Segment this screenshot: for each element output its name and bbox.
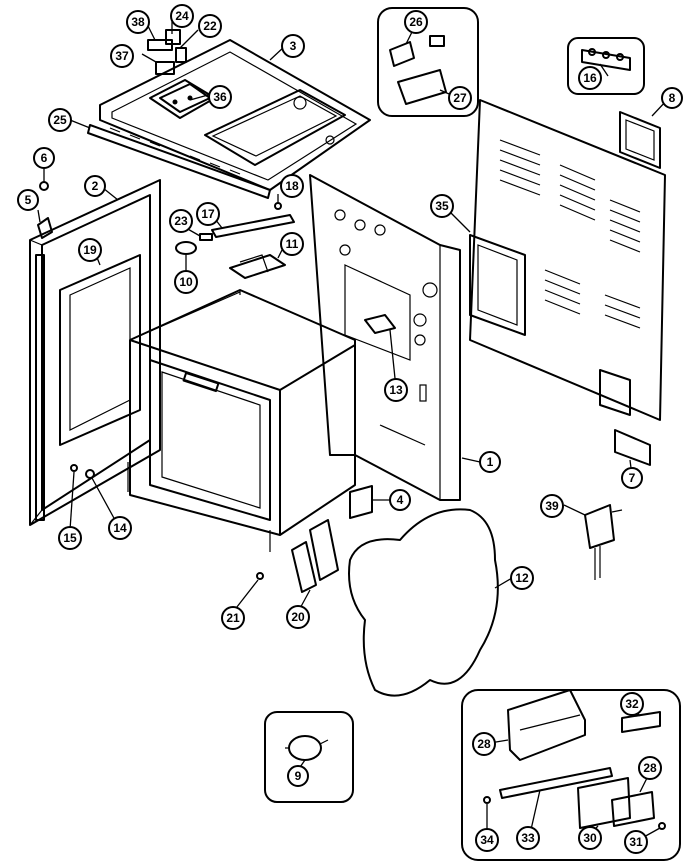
callout-31: 31 — [624, 830, 648, 854]
svg-text:21: 21 — [226, 611, 240, 625]
callout-11: 11 — [280, 232, 304, 256]
callout-32: 32 — [620, 692, 644, 716]
hinge-parts-drawing — [70, 464, 339, 593]
callout-30: 30 — [578, 826, 602, 850]
callout-28-bracket: 28 — [472, 732, 496, 756]
callout-14: 14 — [108, 516, 132, 540]
svg-text:1: 1 — [487, 455, 494, 469]
callout-20: 20 — [286, 605, 310, 629]
svg-text:28: 28 — [477, 737, 491, 751]
oven-cavity-drawing — [127, 289, 356, 552]
back-panel-drawing — [469, 99, 666, 466]
svg-text:11: 11 — [286, 237, 299, 251]
svg-text:38: 38 — [131, 15, 145, 29]
svg-text:4: 4 — [397, 493, 404, 507]
inset-9 — [264, 711, 354, 803]
svg-text:35: 35 — [435, 199, 449, 213]
svg-text:12: 12 — [515, 571, 529, 585]
callout-19: 19 — [78, 238, 102, 262]
top-small-parts — [147, 29, 187, 75]
top-panel-drawing — [99, 39, 371, 191]
insulation-drawing — [348, 508, 499, 697]
svg-text:5: 5 — [25, 193, 32, 207]
svg-text:7: 7 — [629, 471, 636, 485]
callout-39: 39 — [540, 494, 564, 518]
front-frame-drawing — [29, 179, 161, 526]
callout-28-switch: 28 — [638, 756, 662, 780]
svg-text:34: 34 — [480, 833, 494, 847]
callout-16: 16 — [578, 66, 602, 90]
callout-21: 21 — [221, 606, 245, 630]
callout-10: 10 — [174, 270, 198, 294]
callout-15: 15 — [58, 526, 82, 550]
svg-text:26: 26 — [409, 15, 423, 29]
svg-text:13: 13 — [389, 383, 403, 397]
callout-1: 1 — [479, 451, 501, 473]
bracket-parts-drawing — [175, 202, 295, 279]
callout-7: 7 — [621, 467, 643, 489]
callout-37: 37 — [110, 44, 134, 68]
svg-text:36: 36 — [213, 90, 227, 104]
inset-16 — [567, 37, 645, 95]
svg-text:33: 33 — [521, 831, 535, 845]
callout-24: 24 — [170, 4, 194, 28]
svg-text:9: 9 — [295, 769, 302, 783]
side-panel-drawing — [309, 174, 461, 501]
svg-text:18: 18 — [285, 179, 299, 193]
svg-text:28: 28 — [643, 761, 657, 775]
item-4-drawing — [349, 485, 373, 519]
leader-lines — [37, 19, 668, 839]
callout-3: 3 — [281, 34, 305, 58]
item-39-drawing — [584, 504, 623, 580]
svg-text:31: 31 — [629, 835, 643, 849]
svg-text:15: 15 — [63, 531, 77, 545]
svg-text:14: 14 — [113, 521, 127, 535]
callout-18: 18 — [280, 174, 304, 198]
svg-text:37: 37 — [115, 49, 129, 63]
callout-2: 2 — [84, 175, 106, 197]
front-rail-drawing — [87, 124, 271, 199]
callout-22: 22 — [198, 14, 222, 38]
svg-text:17: 17 — [201, 207, 215, 221]
svg-text:23: 23 — [174, 214, 188, 228]
svg-text:30: 30 — [583, 831, 597, 845]
svg-text:3: 3 — [290, 39, 297, 53]
callout-26: 26 — [404, 10, 428, 34]
callout-8: 8 — [661, 87, 683, 109]
callout-36: 36 — [208, 85, 232, 109]
svg-text:2: 2 — [92, 179, 99, 193]
callout-23: 23 — [169, 209, 193, 233]
svg-text:39: 39 — [545, 499, 559, 513]
callout-12: 12 — [510, 566, 534, 590]
svg-text:8: 8 — [669, 91, 676, 105]
svg-text:32: 32 — [625, 697, 639, 711]
callout-9: 9 — [287, 765, 309, 787]
svg-text:25: 25 — [53, 113, 67, 127]
callout-35: 35 — [430, 194, 454, 218]
svg-text:10: 10 — [179, 275, 193, 289]
callout-17: 17 — [196, 202, 220, 226]
svg-text:20: 20 — [291, 610, 305, 624]
callout-13: 13 — [384, 378, 408, 402]
callout-38: 38 — [126, 10, 150, 34]
callout-5: 5 — [17, 189, 39, 211]
callout-4: 4 — [389, 489, 411, 511]
callout-6: 6 — [33, 147, 55, 169]
svg-text:16: 16 — [583, 71, 597, 85]
svg-text:24: 24 — [175, 9, 189, 23]
callout-34: 34 — [475, 828, 499, 852]
svg-text:19: 19 — [83, 243, 97, 257]
callout-33: 33 — [516, 826, 540, 850]
svg-text:6: 6 — [41, 151, 48, 165]
screw-clip-drawing — [37, 181, 53, 239]
svg-text:22: 22 — [203, 19, 217, 33]
callout-27: 27 — [448, 86, 472, 110]
inset-28-34 — [461, 689, 681, 861]
callout-25: 25 — [48, 108, 72, 132]
svg-text:27: 27 — [453, 91, 467, 105]
